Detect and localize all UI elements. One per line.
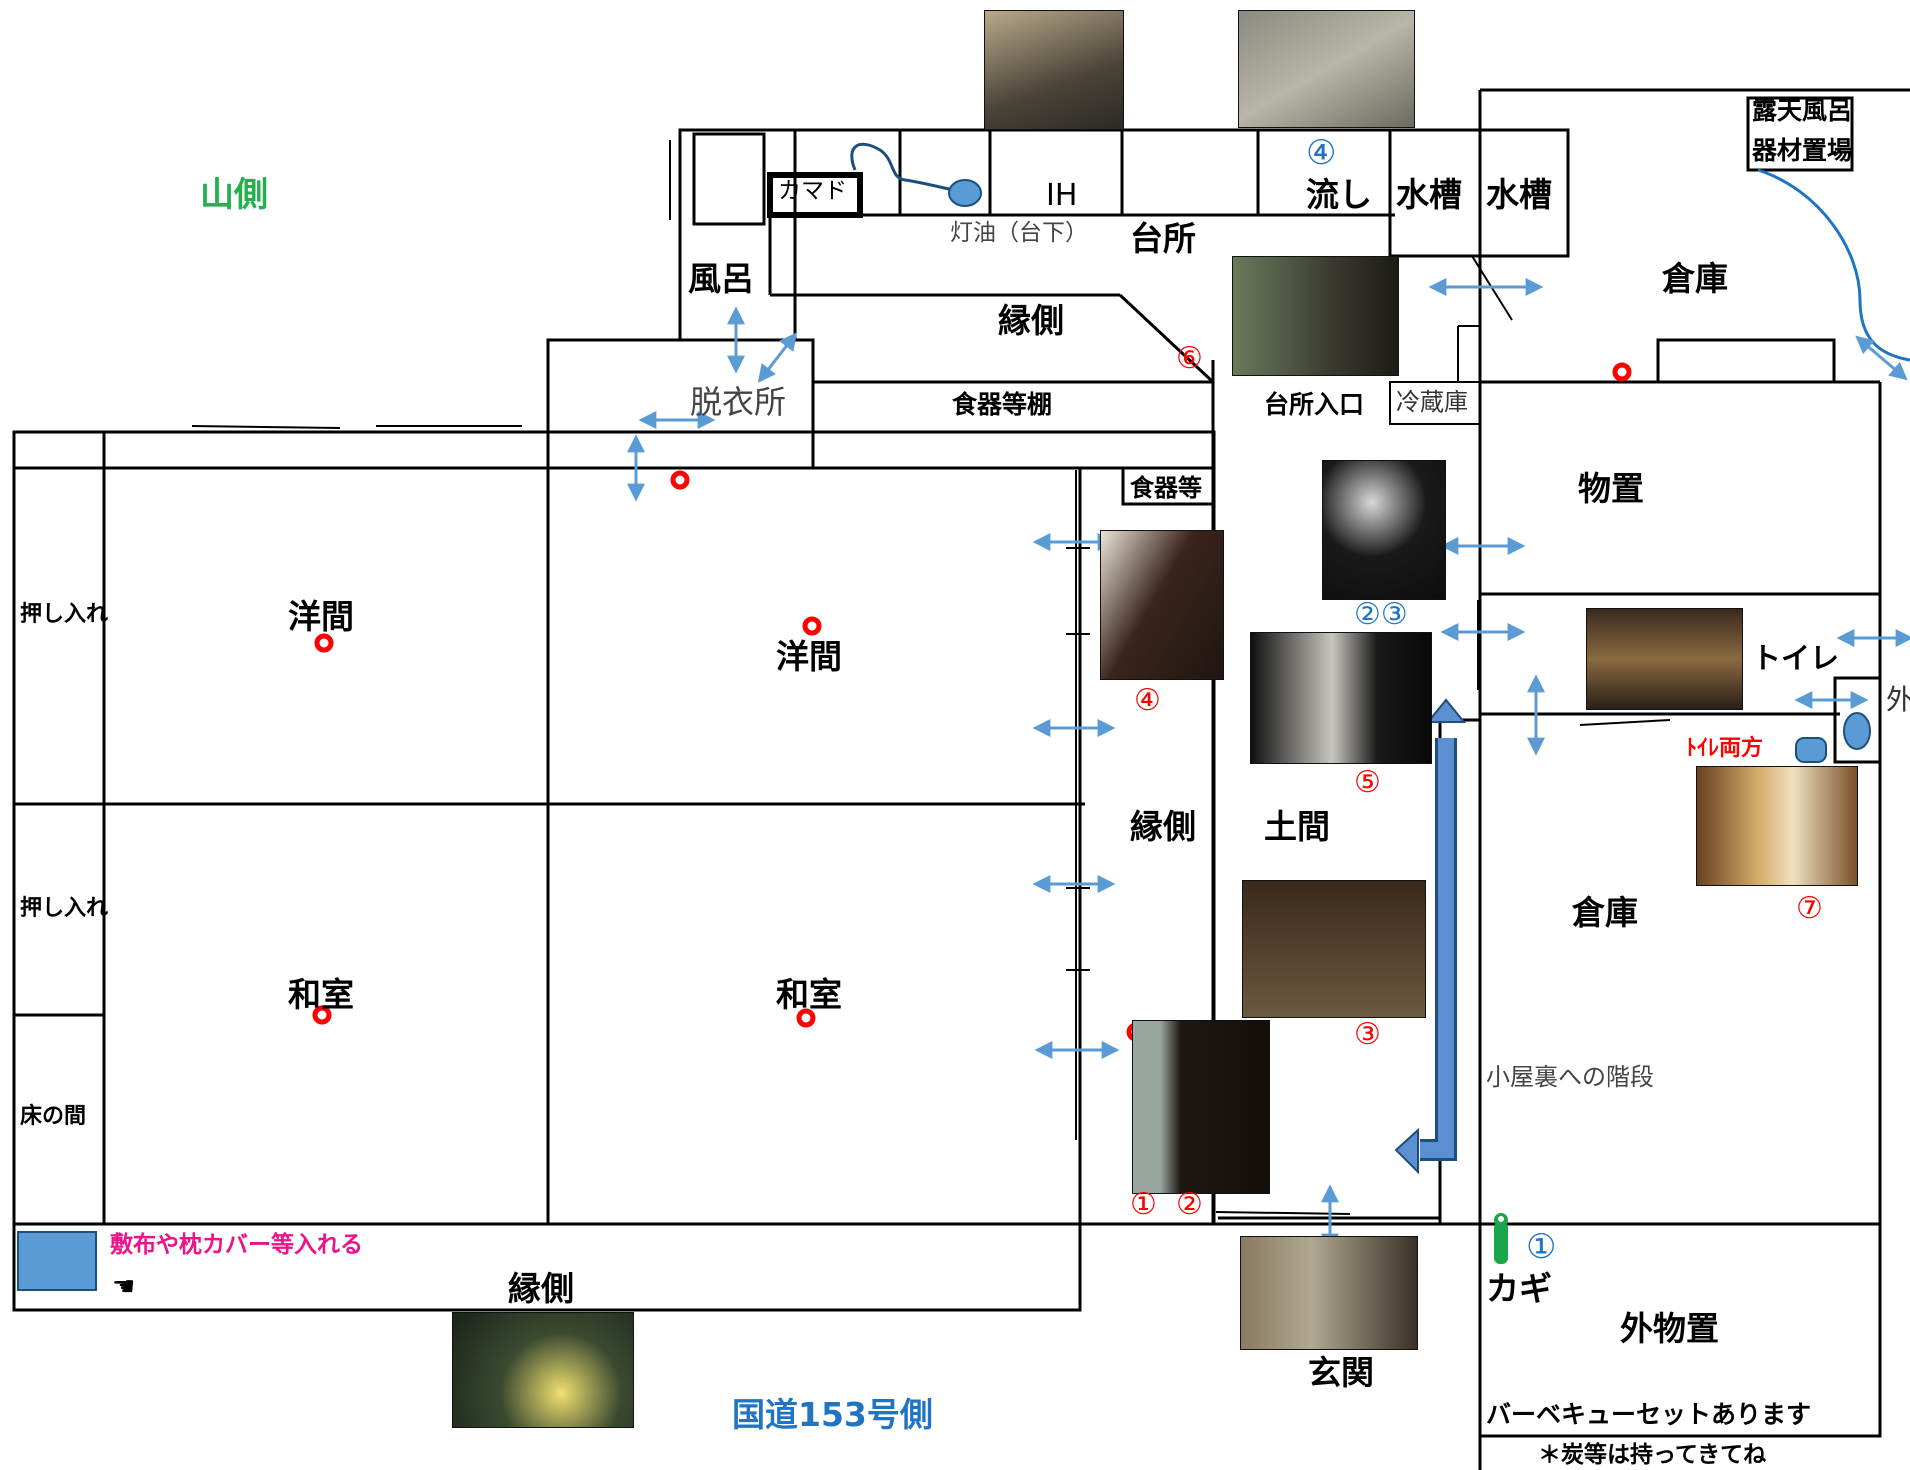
kitchen-entrance-label: 台所入口 [1264,390,1365,419]
photo-7 [1696,766,1858,886]
outdoor-shed-label: 外物置 [1620,1309,1719,1348]
marker-3: ③ [1354,1017,1381,1052]
toilet-label: トイレ [1752,641,1840,675]
door-arrows [627,278,1910,1252]
japanese-room-2-label: 和室 [776,975,842,1014]
kerosene-tank-icon [948,179,982,207]
sink-fixture-icon [1795,737,1827,763]
dish-shelf-label: 食器等棚 [952,390,1053,419]
hand-pointer-icon: ☚ [112,1272,136,1302]
toilet-both-label: ﾄｲﾚ両方 [1686,736,1764,761]
marker-2: ② [1176,1187,1203,1222]
photo-23 [1322,460,1446,600]
kamado-label: カマド [778,178,847,204]
western-room-2-label: 洋間 [776,637,842,676]
photo-4 [1100,530,1224,680]
toilet-fixture-icon [1843,712,1871,750]
japanese-room-1-label: 和室 [288,975,354,1014]
marker-7: ⑦ [1796,891,1823,926]
western-room-1-label: 洋間 [288,597,354,636]
sink-label: 流し [1306,175,1372,214]
earthen-floor-label: 土間 [1264,807,1330,846]
marker-4: ④ [1134,683,1161,718]
photo-6 [1232,256,1399,376]
water-tank-1-label: 水槽 [1396,175,1462,214]
photo-12 [1132,1020,1270,1194]
key-number: ① [1526,1227,1557,1267]
ih-label: IH [1046,178,1078,213]
entrance-label: 玄関 [1308,1353,1374,1392]
marker-6: ⑥ [1176,341,1203,376]
mountain-side-label: 山側 [200,175,268,215]
bbq-label: バーベキューセットあります [1486,1400,1812,1429]
walls [12,88,1910,1470]
storage-mid-label: 倉庫 [1572,893,1638,932]
dishes-etc-label: 食器等 [1130,474,1202,502]
charcoal-note: ＊炭等は持ってきてね [1538,1442,1767,1468]
outdoor-bath-label: 露天風呂 [1752,96,1853,125]
key-icon [1492,1210,1510,1266]
photo-5 [1250,632,1432,764]
road-side-label: 国道153号側 [732,1395,933,1434]
attic-stairs-label: 小屋裏への階段 [1486,1063,1654,1091]
marker-5: ⑤ [1354,765,1381,800]
marker-1: ① [1130,1187,1157,1222]
bedding-note: 敷布や枕カバー等入れる [110,1232,363,1258]
equipment-storage-label: 器材置場 [1752,136,1853,165]
veranda-top-label: 縁側 [998,301,1064,340]
bath-label: 風呂 [688,259,754,298]
photo-toilet-hall [1586,608,1743,710]
veranda-bottom-label: 縁側 [508,1269,574,1308]
shed-label: 物置 [1578,469,1644,508]
changing-room-label: 脱衣所 [690,383,787,421]
outside-label: 外 [1886,683,1910,716]
photo-veranda [452,1312,634,1428]
closet-1-label: 押し入れ [20,602,109,627]
marker-2-3: ②③ [1354,597,1408,632]
kerosene-label: 灯油（台下） [950,220,1088,246]
photo-3 [1242,880,1426,1018]
stairs-arrow [1420,738,1454,1158]
storage-top-label: 倉庫 [1662,259,1728,298]
photo-entrance [1240,1236,1418,1350]
closet-2-label: 押し入れ [20,896,109,921]
sink-number: ④ [1306,133,1337,173]
fridge-label: 冷蔵庫 [1396,388,1468,416]
photo-sink [1238,10,1415,128]
key-label: カギ [1486,1269,1552,1308]
tokonoma-label: 床の間 [20,1104,87,1129]
water-tank-2-label: 水槽 [1486,175,1552,214]
photo-kitchen-stove [984,10,1124,130]
veranda-mid-label: 縁側 [1130,807,1196,846]
kitchen-label: 台所 [1130,219,1196,258]
bedding-box [17,1231,97,1291]
